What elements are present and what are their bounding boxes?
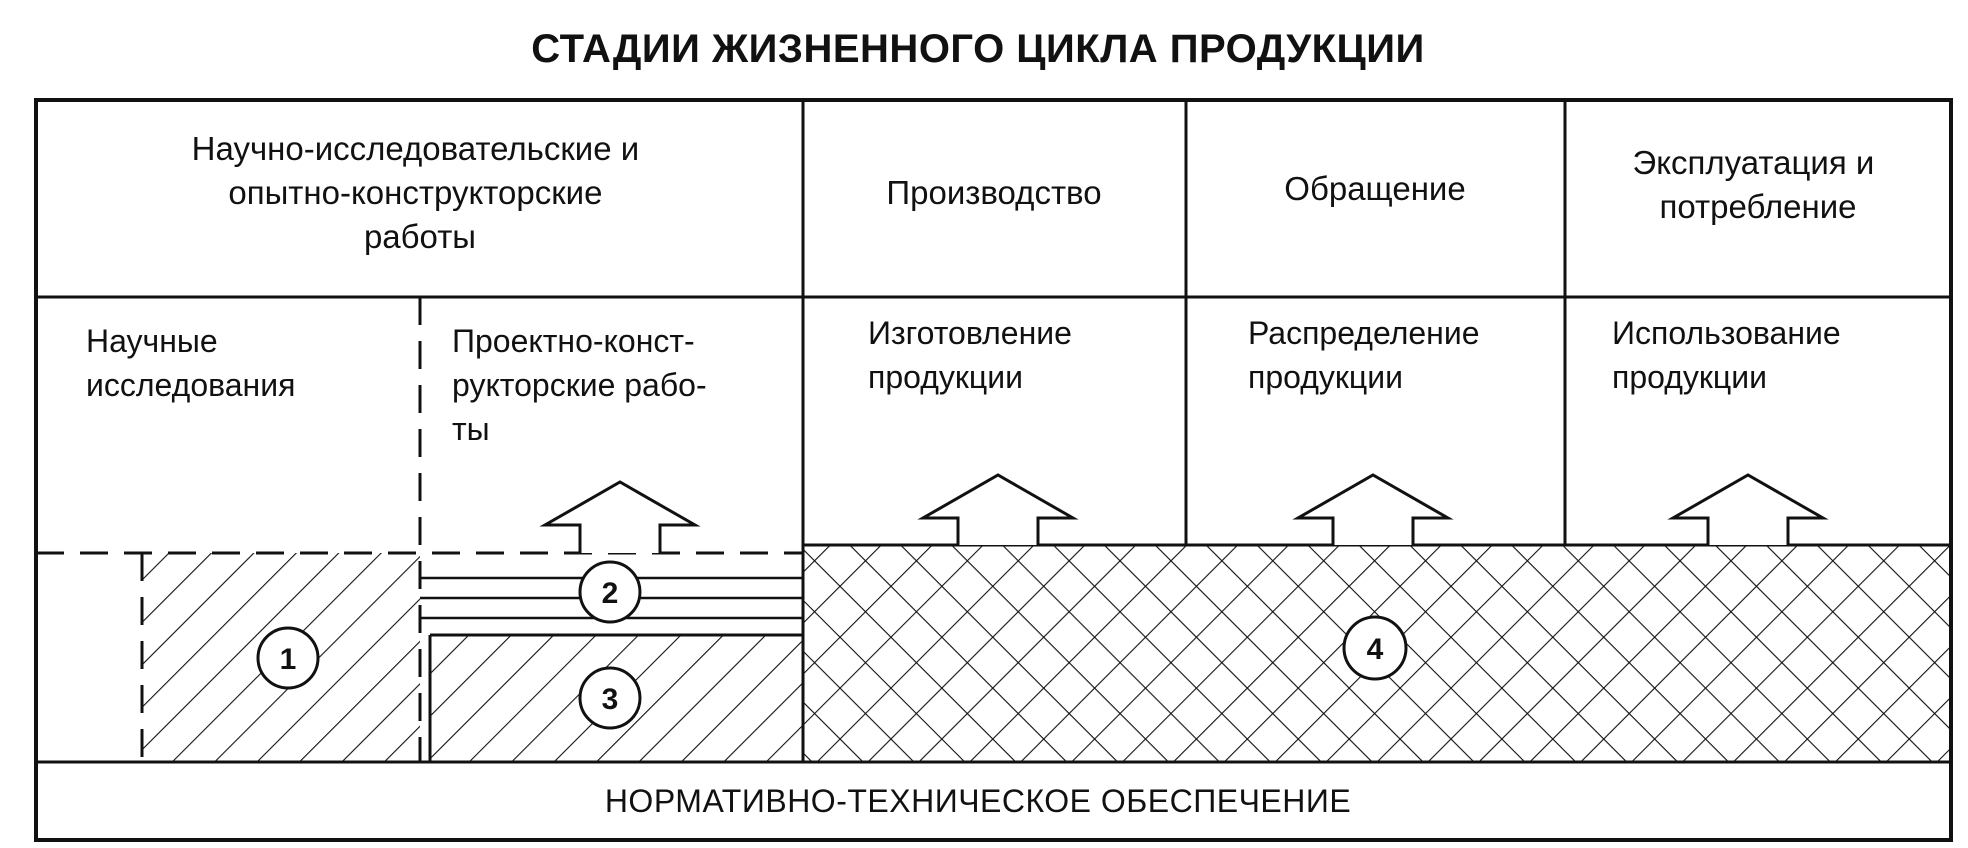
substage-design-label: Проектно-конст- рукторские рабо- ты — [452, 323, 716, 447]
zone-3-number: 3 — [602, 683, 619, 716]
arrow-up-icon-production — [917, 473, 1079, 545]
substage-distribution-label: Распределение продукции — [1248, 315, 1488, 395]
substage-manufacturing-label: Изготовление продукции — [868, 315, 1081, 395]
diagram-title: СТАДИИ ЖИЗНЕННОГО ЦИКЛА ПРОДУКЦИИ — [531, 27, 1425, 71]
stage-circulation-header: Обращение — [1284, 170, 1465, 207]
substage-usage-label: Использование продукции — [1612, 315, 1850, 395]
substage-research-label: Научные исследования — [86, 323, 295, 403]
zone-1-marker: 1 — [256, 626, 320, 690]
zone-2-number: 2 — [602, 577, 619, 610]
arrow-up-icon-circulation — [1292, 473, 1454, 545]
stage-production-header: Производство — [886, 174, 1101, 211]
stage-rnd-header: Научно-исследовательские и опытно-констр… — [192, 130, 649, 255]
stage-operation-header: Эксплуатация и потребление — [1633, 144, 1884, 225]
zone-2-marker: 2 — [578, 560, 642, 624]
zone-1-number: 1 — [280, 643, 297, 676]
zone-4-marker: 4 — [1342, 615, 1408, 681]
zone-3-marker: 3 — [578, 666, 642, 730]
arrow-up-icon-operation — [1667, 473, 1829, 545]
arrow-up-icon-design — [539, 480, 701, 553]
zone-4-number: 4 — [1367, 633, 1384, 666]
footer-label: НОРМАТИВНО-ТЕХНИЧЕСКОЕ ОБЕСПЕЧЕНИЕ — [605, 783, 1351, 819]
outer-frame — [34, 98, 1953, 842]
